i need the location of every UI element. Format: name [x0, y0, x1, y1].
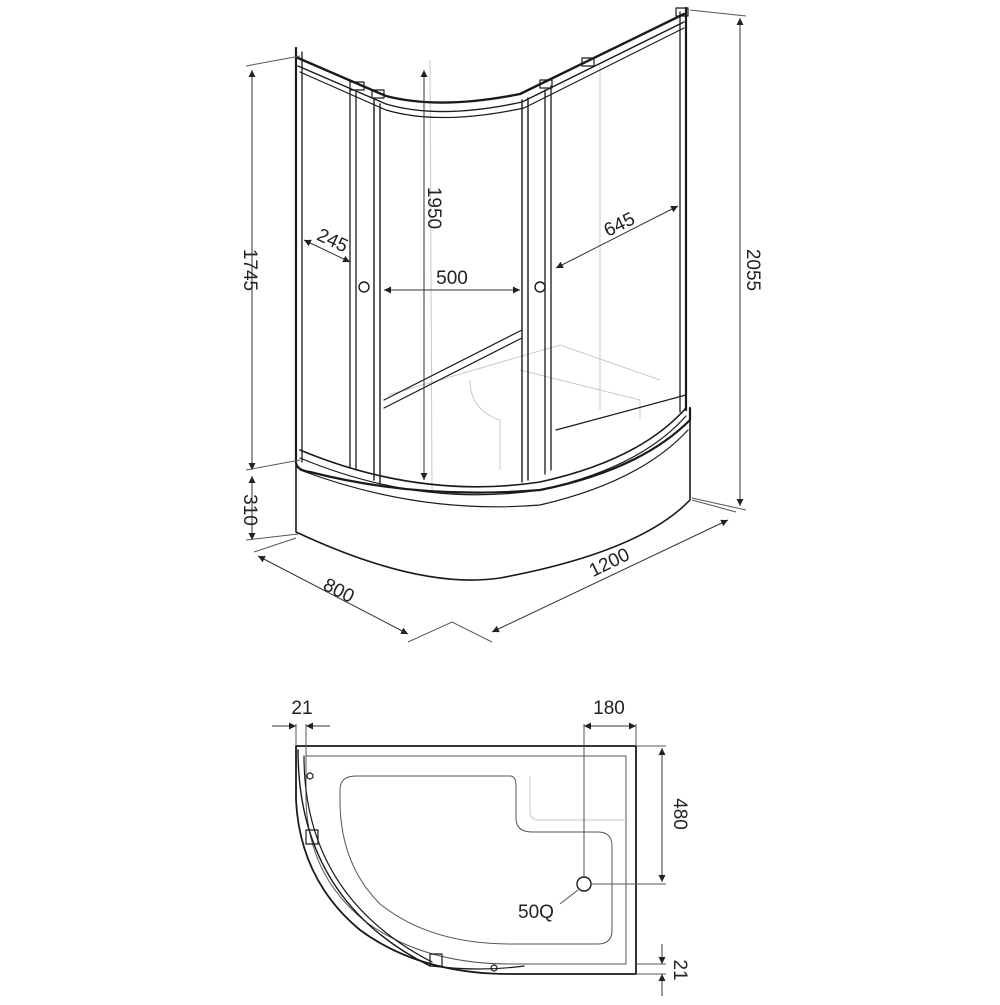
dim-245-label: 245 [314, 225, 352, 257]
plan-dim-180: 180 [593, 698, 625, 719]
cabin-isometric-view [294, 6, 692, 581]
isometric-dimensions: 1745 310 2055 1950 245 500 645 800 1200 [239, 9, 763, 643]
drain-icon [576, 876, 592, 892]
plan-dimensions: 21 180 480 50Q 21 [272, 698, 690, 996]
right-door-handle [534, 281, 546, 293]
plan-dim-21-right: 21 [669, 959, 690, 980]
plan-dim-drain: 50Q [518, 902, 554, 923]
dim-2055-label: 2055 [742, 249, 763, 291]
tray-plan-view [295, 745, 637, 975]
left-sliding-door [358, 99, 381, 485]
dim-1950-label: 1950 [423, 187, 444, 229]
plan-dim-480: 480 [669, 798, 690, 830]
plan-fitting-icon [305, 829, 319, 845]
plan-dim-21-top: 21 [291, 698, 312, 719]
inner-diagonal [383, 329, 523, 401]
bottom-rail [299, 407, 687, 496]
interior-guide-lines [387, 59, 661, 491]
dim-800-label: 800 [320, 575, 358, 608]
right-wall-panel [555, 6, 688, 431]
left-door-handle [358, 281, 370, 293]
plan-fitting-icon [429, 953, 443, 967]
top-rail [296, 12, 686, 119]
dim-310-label: 310 [239, 494, 260, 526]
left-fixed-panel [294, 46, 357, 471]
plan-fitting-icon [490, 964, 498, 972]
inner-diagonal-2 [383, 337, 523, 409]
dim-645-label: 645 [601, 209, 639, 242]
dim-1745-label: 1745 [239, 249, 260, 291]
dim-500-label: 500 [436, 268, 468, 289]
right-sliding-door [521, 85, 552, 483]
roller-fittings [349, 7, 689, 99]
plan-fitting-icon [306, 772, 314, 780]
